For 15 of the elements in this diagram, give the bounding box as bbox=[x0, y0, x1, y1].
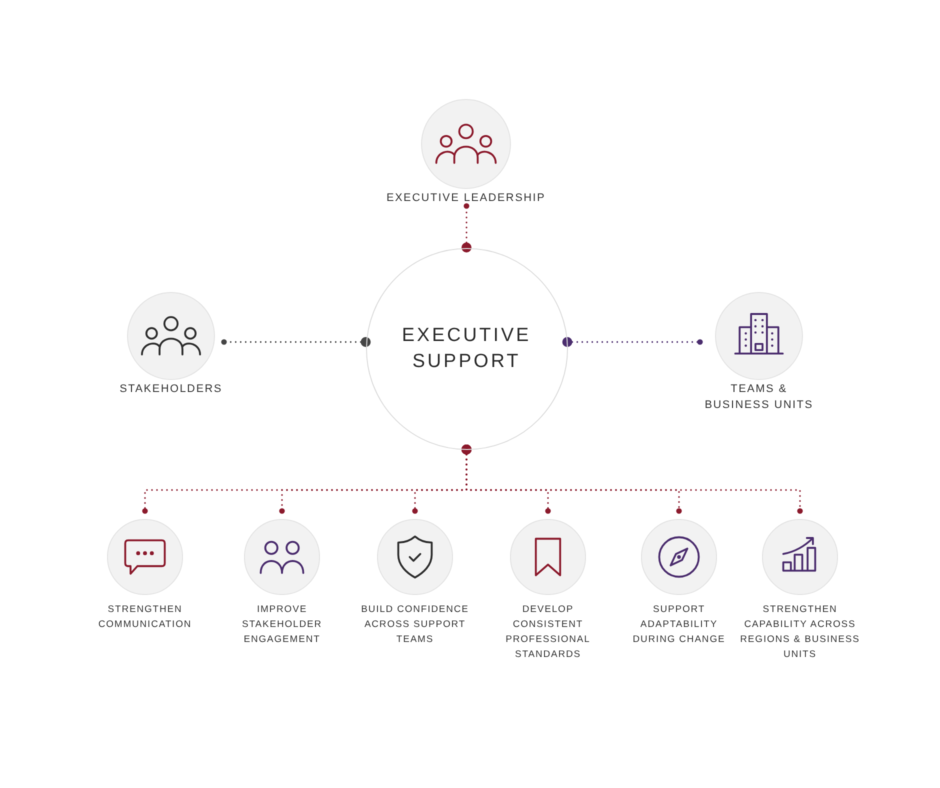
node-label: DEVELOP CONSISTENT PROFESSIONAL STANDARDS bbox=[504, 602, 592, 662]
dotted-connector bbox=[462, 203, 472, 252]
node-label: EXECUTIVE LEADERSHIP bbox=[385, 191, 547, 206]
hub-circle bbox=[366, 248, 568, 450]
node-label: IMPROVE STAKEHOLDER ENGAGEMENT bbox=[241, 602, 323, 646]
dotted-connector bbox=[462, 444, 803, 514]
dotted-connector bbox=[221, 337, 371, 347]
dotted-connector bbox=[562, 337, 703, 347]
node-label: STRENGTHEN COMMUNICATION bbox=[97, 602, 193, 632]
node-label: STRENGTHEN CAPABILITY ACROSS REGIONS & BUSINESS UNITS bbox=[739, 602, 861, 662]
node-label: STAKEHOLDERS bbox=[118, 382, 224, 397]
node-label: TEAMS & BUSINESS UNITS bbox=[704, 382, 814, 413]
node-label: SUPPORT ADAPTABILITY DURING CHANGE bbox=[632, 602, 726, 646]
node-label: BUILD CONFIDENCE ACROSS SUPPORT TEAMS bbox=[360, 602, 470, 646]
hub-label: EXECUTIVE SUPPORT bbox=[400, 324, 532, 374]
